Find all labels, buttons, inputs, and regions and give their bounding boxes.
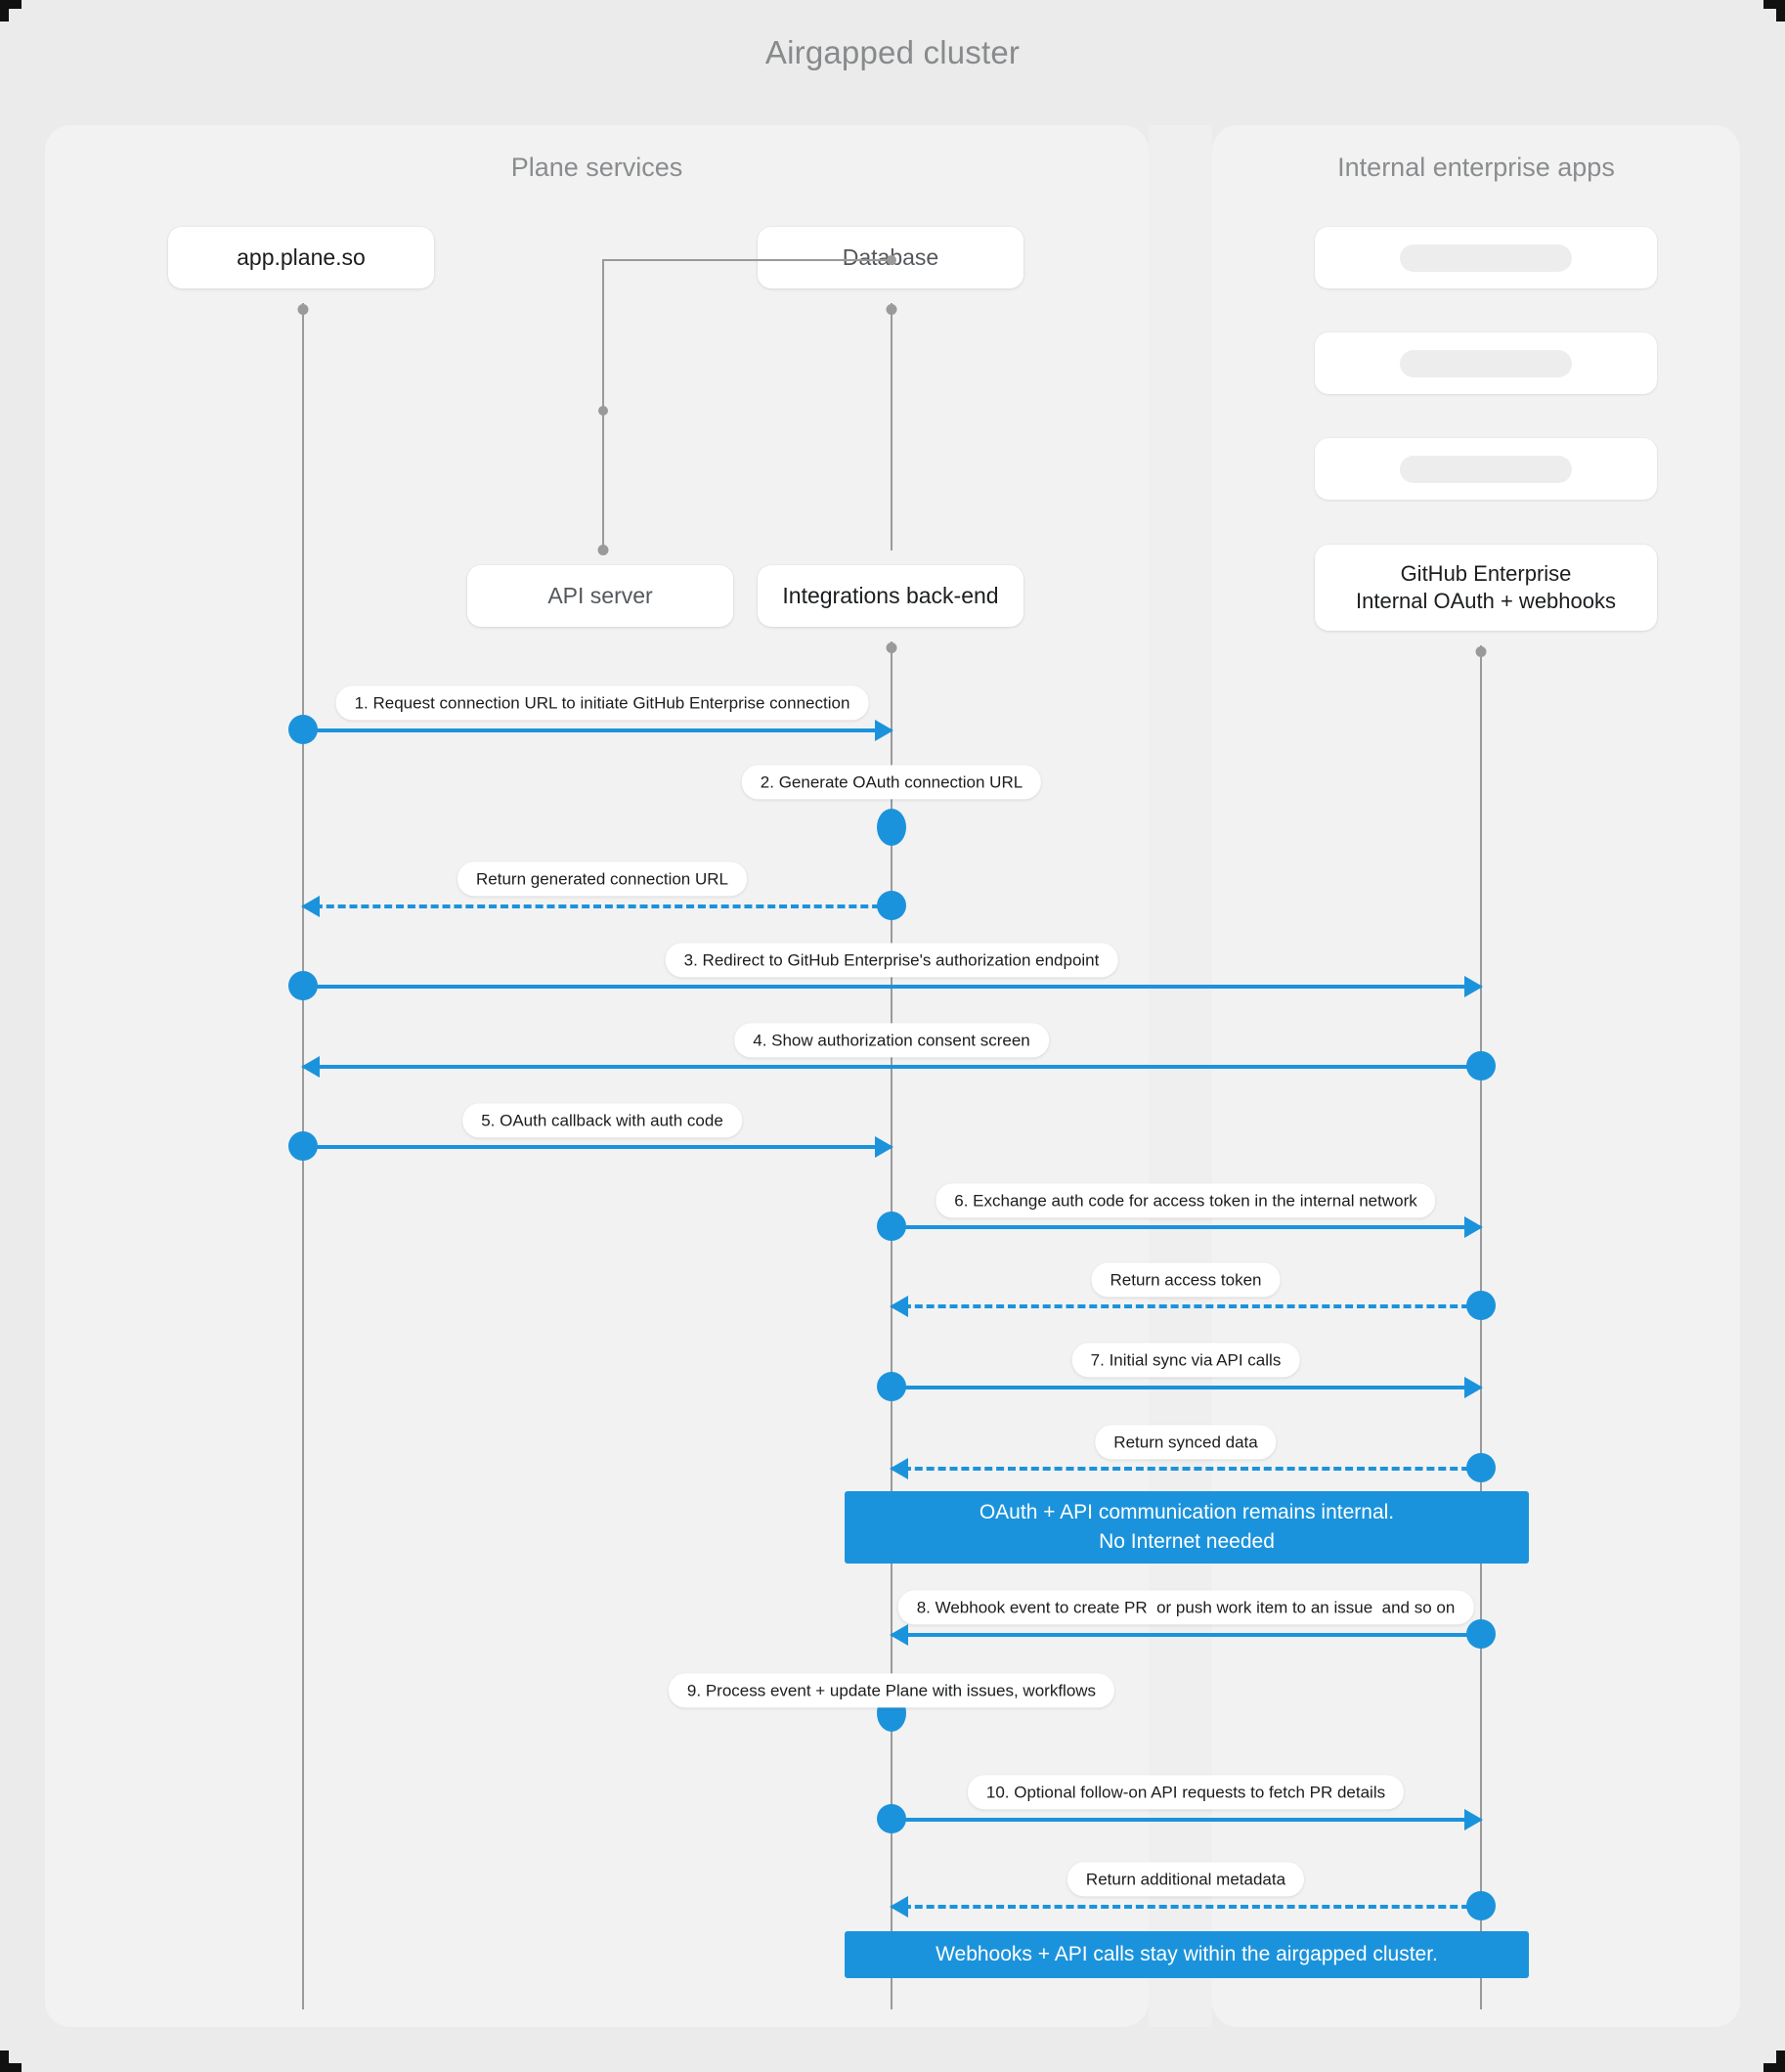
- crop-mark-bottom-left: [0, 2050, 22, 2072]
- message-label-3: 3. Redirect to GitHub Enterprise's autho…: [665, 943, 1118, 978]
- placeholder-app-card: [1315, 438, 1657, 500]
- message-label-7: 7. Initial sync via API calls: [1071, 1343, 1300, 1378]
- lifeline-github-enterprise: [1480, 645, 1482, 2009]
- message-label-4: 4. Show authorization consent screen: [734, 1023, 1049, 1058]
- message-label-2: 2. Generate OAuth connection URL: [741, 765, 1042, 800]
- node-integrations-backend[interactable]: Integrations back-end: [758, 565, 1023, 627]
- node-github-enterprise[interactable]: GitHub Enterprise Internal OAuth + webho…: [1315, 545, 1657, 631]
- node-github-enterprise-line1: GitHub Enterprise: [1400, 560, 1572, 586]
- placeholder-app-card: [1315, 227, 1657, 288]
- database-connector: [598, 255, 896, 416]
- message-label-9: 9. Process event + update Plane with iss…: [668, 1673, 1115, 1708]
- node-app-plane-so[interactable]: app.plane.so: [168, 227, 434, 288]
- lifeline-cap-app-plane-so: [297, 304, 309, 315]
- message-label-8: 8. Webhook event to create PR or push wo…: [897, 1590, 1474, 1625]
- note-oauth-internal: OAuth + API communication remains intern…: [845, 1491, 1529, 1564]
- panel-title-plane-services: Plane services: [510, 153, 683, 182]
- airgap-divider-band: [1149, 125, 1212, 2027]
- message-label-1: 1. Request connection URL to initiate Gi…: [335, 685, 869, 721]
- message-label-return-access-token: Return access token: [1091, 1262, 1281, 1298]
- lifeline-cap-api-server: [597, 545, 609, 555]
- lifeline-cap-github-enterprise: [1475, 646, 1487, 657]
- message-label-return-connection-url: Return generated connection URL: [457, 861, 747, 897]
- note-oauth-internal-line1: OAuth + API communication remains intern…: [979, 1500, 1395, 1523]
- message-self-bead-2: [877, 809, 906, 846]
- message-label-5: 5. OAuth callback with auth code: [462, 1103, 742, 1138]
- node-database[interactable]: Database: [758, 227, 1023, 288]
- crop-mark-top-right: [1763, 0, 1785, 22]
- placeholder-app-card: [1315, 332, 1657, 394]
- panel-plane-services: Plane services: [45, 125, 1149, 2027]
- message-label-return-additional-metadata: Return additional metadata: [1067, 1862, 1305, 1897]
- note-oauth-internal-line2: No Internet needed: [1099, 1530, 1275, 1553]
- node-api-server[interactable]: API server: [467, 565, 733, 627]
- panel-title-internal-enterprise-apps: Internal enterprise apps: [1337, 153, 1615, 182]
- crop-mark-bottom-right: [1763, 2050, 1785, 2072]
- crop-mark-top-left: [0, 0, 22, 22]
- lifeline-database: [891, 303, 892, 551]
- node-github-enterprise-line2: Internal OAuth + webhooks: [1356, 589, 1616, 613]
- message-label-return-synced-data: Return synced data: [1095, 1425, 1277, 1460]
- lifeline-integrations-backend: [891, 641, 892, 2009]
- note-airgapped-cluster: Webhooks + API calls stay within the air…: [845, 1931, 1529, 1978]
- message-label-6: 6. Exchange auth code for access token i…: [936, 1183, 1436, 1218]
- page-title: Airgapped cluster: [764, 34, 1021, 70]
- message-label-10: 10. Optional follow-on API requests to f…: [967, 1775, 1405, 1810]
- lifeline-cap-database: [886, 304, 897, 315]
- lifeline-cap-integrations-backend: [886, 642, 897, 653]
- lifeline-api-server: [602, 409, 604, 551]
